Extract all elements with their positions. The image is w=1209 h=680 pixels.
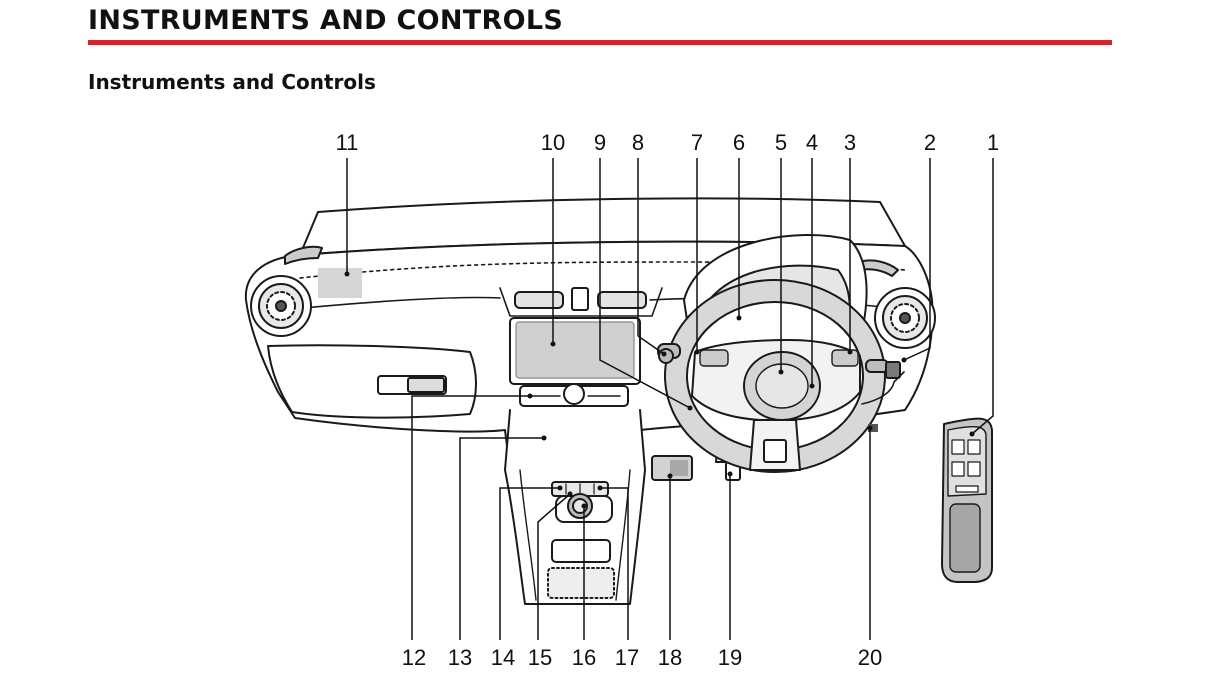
callout-9: 9 [594,130,606,155]
leader-dots [344,271,975,509]
page-title: INSTRUMENTS AND CONTROLS [88,5,564,36]
glovebox [267,344,477,419]
center-vent-right [597,291,647,309]
section-title: Instruments and Controls [88,70,376,94]
touchscreen [515,321,635,379]
callout-10: 10 [541,130,565,155]
callout-12: 12 [402,645,426,670]
page-header: INSTRUMENTS AND CONTROLS [88,2,1112,45]
dashboard-illustration [244,197,993,605]
callout-5: 5 [775,130,787,155]
callout-16: 16 [572,645,596,670]
callout-20: 20 [858,645,882,670]
callout-13: 13 [448,645,472,670]
right-air-vent [874,287,936,349]
top-callouts: 11 10 9 8 7 6 5 4 3 2 1 [336,130,1000,155]
callout-2: 2 [924,130,936,155]
hazard-switch [571,287,589,311]
callout-3: 3 [844,130,856,155]
header-rule [88,40,1112,45]
callout-18: 18 [658,645,682,670]
passenger-airbag-area [318,268,362,298]
callout-6: 6 [733,130,745,155]
leader-lines [346,158,994,640]
right-side-vent [859,259,899,277]
callout-1: 1 [987,130,999,155]
callout-11: 11 [336,130,359,155]
callout-4: 4 [806,130,818,155]
callout-19: 19 [718,645,742,670]
left-air-vent [250,275,312,337]
steering-wheel [664,279,886,473]
callout-15: 15 [528,645,552,670]
start-button [885,361,901,379]
callout-14: 14 [491,645,515,670]
callout-8: 8 [632,130,644,155]
callout-17: 17 [615,645,639,670]
callout-7: 7 [691,130,703,155]
window-switch-panel [941,417,993,583]
bottom-callouts: 12 13 14 15 16 17 18 19 20 [402,645,882,670]
console-tray [551,539,611,563]
left-side-vent [284,245,323,265]
right-stalk [865,359,889,373]
lighting-switch [868,424,878,432]
volume-knob [563,383,585,405]
center-vent-left [514,291,564,309]
